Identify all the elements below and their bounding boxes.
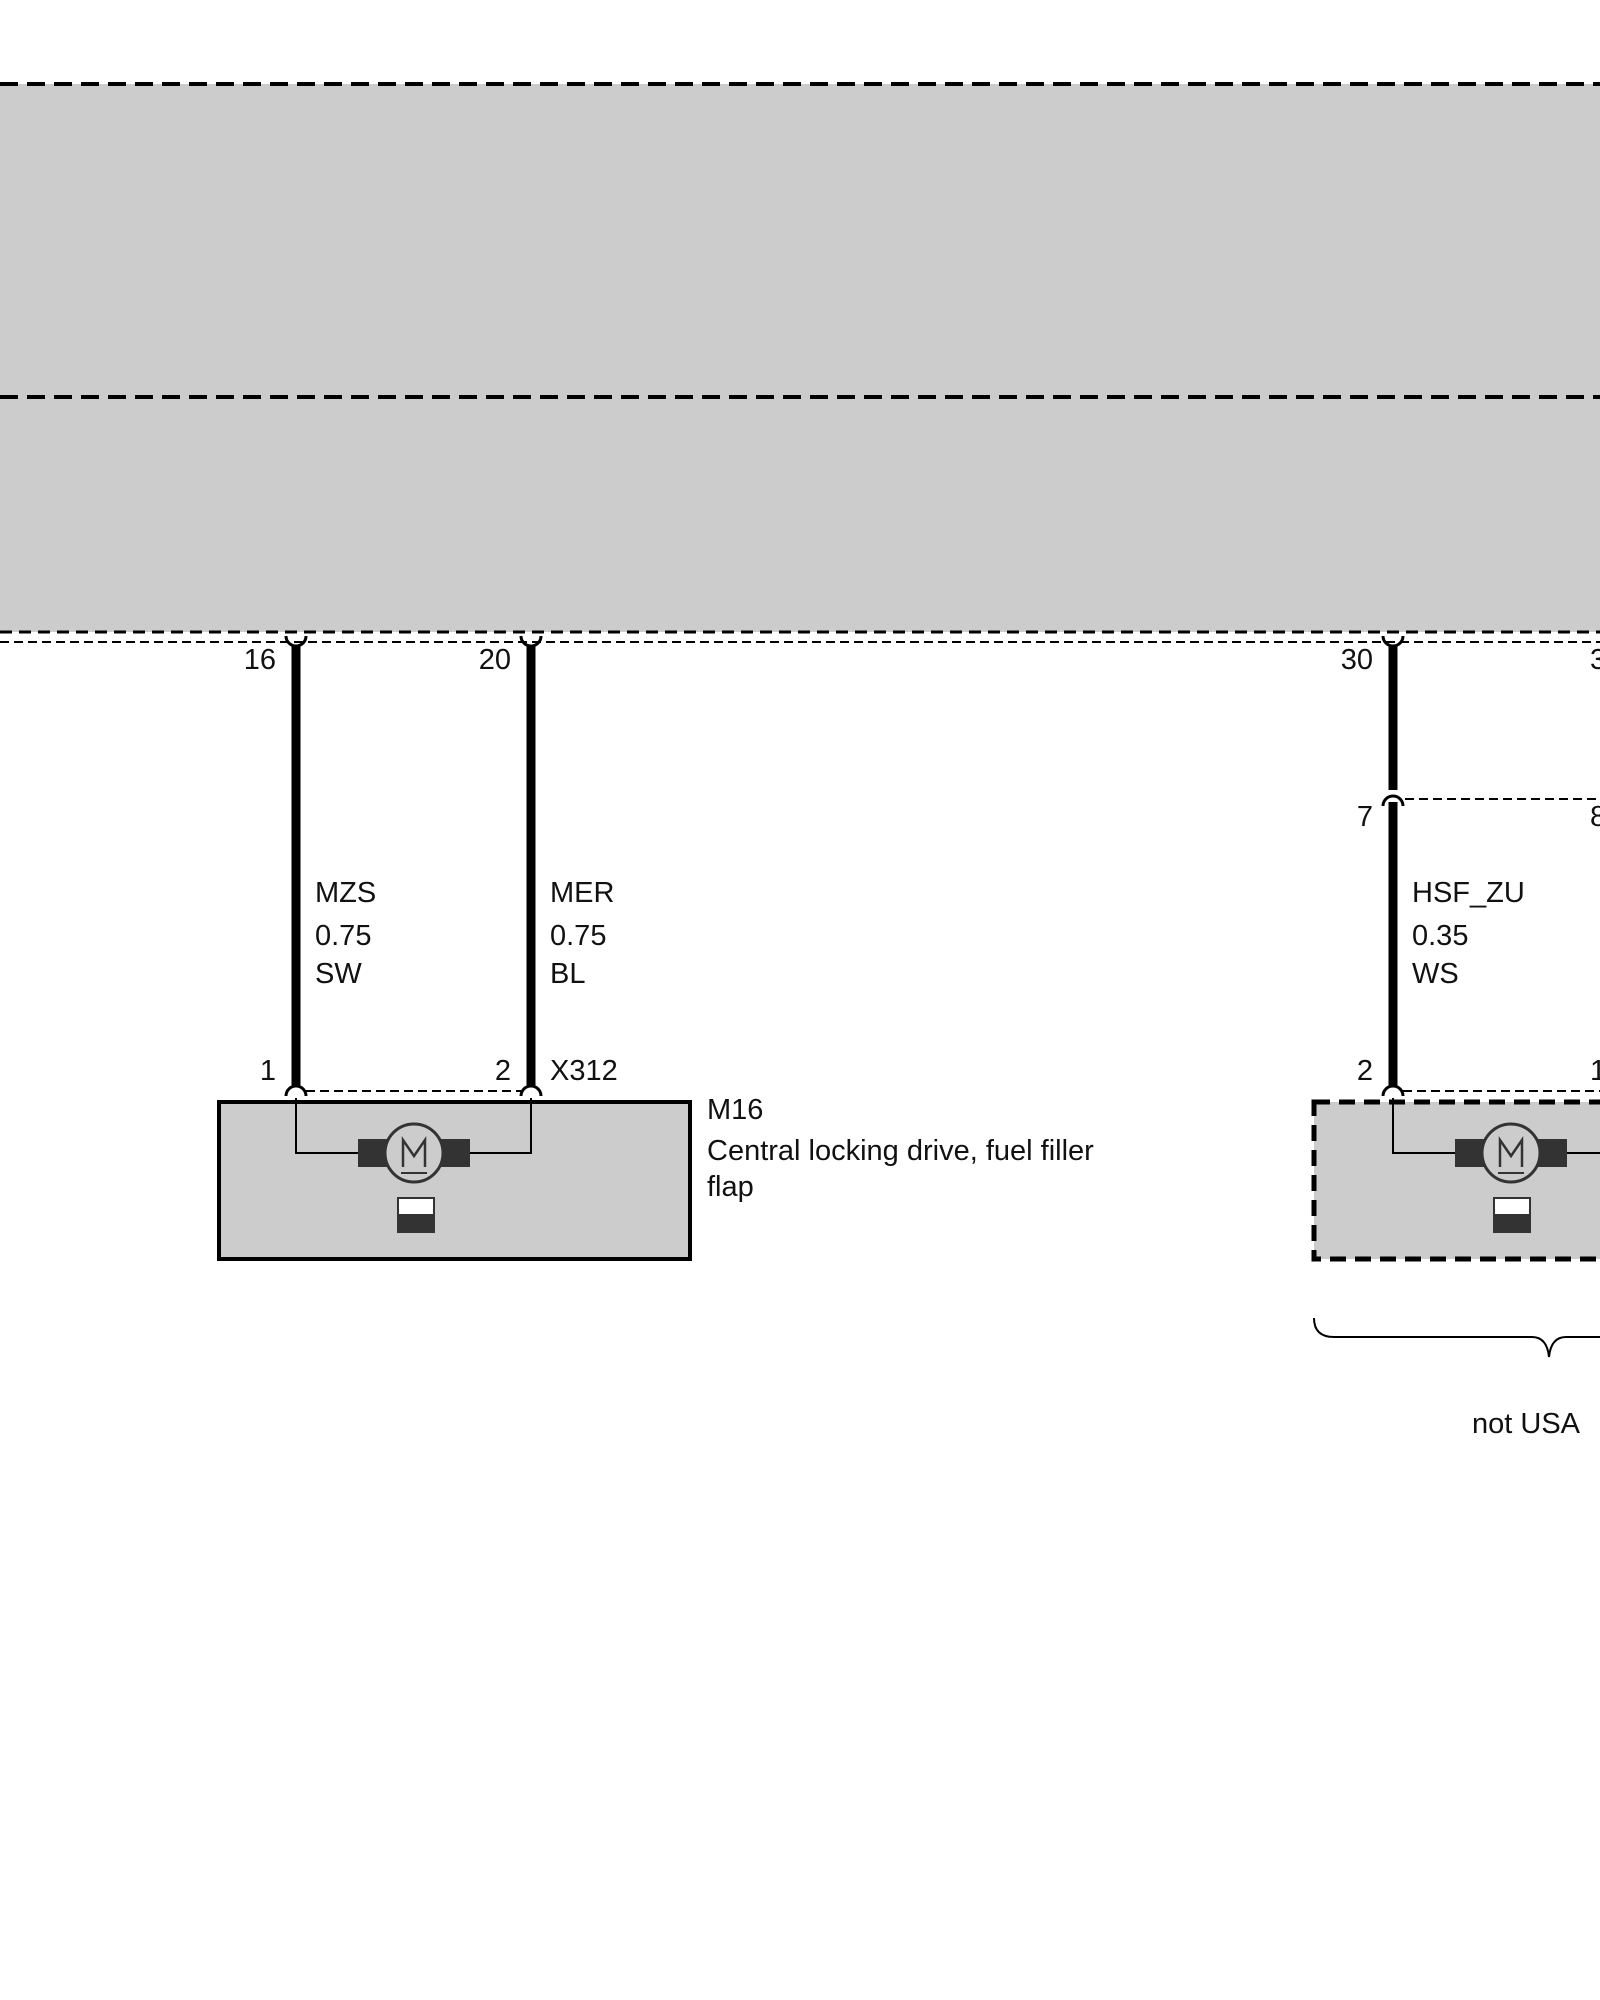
- component-description-line2: flap: [707, 1171, 754, 1203]
- component-description-line1: Central locking drive, fuel filler: [707, 1135, 1094, 1167]
- m16-internal-wire-right: [470, 1098, 532, 1154]
- labels: 16 20 30 3 7 8 MZS 0.75 SW MER 0.75 BL H…: [244, 644, 1600, 1440]
- pin-label-16: 16: [244, 644, 276, 676]
- control-unit: [0, 82, 1600, 643]
- intermediate-connector: [1381, 794, 1600, 807]
- wire-cross-section-label: 0.35: [1412, 920, 1468, 952]
- wire-signal-label: MER: [550, 877, 614, 909]
- component-connectors: [284, 1084, 1600, 1097]
- pin-label-8: 8: [1590, 801, 1600, 833]
- wire-signal-label: HSF_ZU: [1412, 877, 1525, 909]
- connector-label: X312: [550, 1055, 618, 1087]
- motor-icon: [1455, 1122, 1567, 1184]
- contact-20: [519, 635, 543, 648]
- motor-icon: [358, 1122, 470, 1184]
- second-component-body: [1311, 1099, 1600, 1262]
- m16-body: [217, 1100, 692, 1261]
- wire-cross-section-label: 0.75: [315, 920, 371, 952]
- component-id: M16: [707, 1094, 763, 1126]
- pin-label-20: 20: [479, 644, 511, 676]
- pin-label-7: 7: [1357, 801, 1373, 833]
- lock-actuator-icon: [397, 1197, 435, 1233]
- contact-30: [1381, 635, 1405, 648]
- contact-m16-2: [519, 1084, 543, 1097]
- wire-cross-section-label: 0.75: [550, 920, 606, 952]
- wire-color-label: BL: [550, 958, 585, 990]
- wire-signal-label: MZS: [315, 877, 376, 909]
- pin-label-second-2: 2: [1357, 1055, 1373, 1087]
- pin-label-m16-2: 2: [495, 1055, 511, 1087]
- control-unit-body: [0, 84, 1600, 632]
- second-internal-wire-left: [1392, 1098, 1455, 1154]
- contact-second-2: [1381, 1084, 1405, 1097]
- wire-color-label: WS: [1412, 958, 1459, 990]
- component-m16: [217, 1098, 692, 1261]
- wires: [291, 646, 1398, 1086]
- pin-label-m16-1: 1: [260, 1055, 276, 1087]
- control-unit-contacts: [284, 635, 1405, 648]
- m16-internal-wire-left: [295, 1098, 358, 1154]
- contact-7: [1381, 794, 1405, 807]
- contact-16: [284, 635, 308, 648]
- contact-m16-1: [284, 1084, 308, 1097]
- pin-label-30: 30: [1341, 644, 1373, 676]
- lock-actuator-icon: [1493, 1197, 1531, 1233]
- pin-label-3: 3: [1590, 644, 1600, 676]
- variant-brace: [1313, 1317, 1600, 1358]
- pin-label-second-1: 1: [1590, 1055, 1600, 1087]
- variant-note: not USA: [1472, 1408, 1581, 1440]
- wire-color-label: SW: [315, 958, 362, 990]
- component-second: [1311, 1098, 1600, 1262]
